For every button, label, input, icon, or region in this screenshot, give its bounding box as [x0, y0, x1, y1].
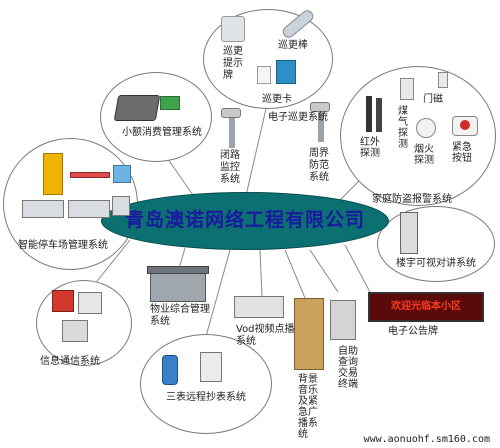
- label-emergency-button: 紧急按钮: [452, 142, 472, 164]
- perimeter-pole-illustration: [318, 112, 324, 142]
- hub-title: 青岛澳诺网络工程有限公司: [124, 209, 365, 231]
- label-intercom: 楼宇可视对讲系统: [396, 258, 476, 269]
- label-door-magnet: 门磁: [423, 94, 443, 105]
- parking-screen-illustration: [113, 165, 131, 183]
- label-patrol-card: 巡更卡: [262, 94, 292, 105]
- led-bulletin-board: 欢迎光临本小区: [368, 292, 484, 322]
- intercom-panel-illustration: [400, 212, 418, 254]
- central-hub: [101, 192, 389, 250]
- patrol-sign-illustration: [221, 16, 245, 42]
- intercom-bubble: [377, 206, 495, 282]
- patrol-card-illustration: [257, 66, 271, 84]
- kiosk-illustration: [330, 300, 356, 340]
- label-info-comm: 信息通信系统: [40, 356, 100, 367]
- infrared-sensor-illustration-2: [376, 98, 382, 132]
- label-parking: 智能停车场管理系统: [18, 240, 108, 251]
- label-patrol-stick: 巡更棒: [278, 40, 308, 51]
- label-property-mgmt: 物业综合管理系统: [150, 304, 210, 327]
- label-smoke: 烟火探测: [414, 144, 434, 166]
- building-roof-illustration: [147, 266, 209, 274]
- phone-illustration: [62, 320, 88, 342]
- label-infrared: 红外探测: [360, 137, 380, 159]
- electric-meter-illustration: [200, 352, 222, 382]
- pos-card-illustration: [160, 96, 180, 110]
- vod-server-illustration: [234, 296, 284, 318]
- water-meter-illustration: [162, 355, 178, 385]
- label-small-consumption: 小额消费管理系统: [122, 127, 202, 138]
- patrol-card-illustration-2: [276, 60, 296, 84]
- speaker-illustration: [294, 298, 324, 370]
- label-gas: 煤气探测: [398, 106, 408, 150]
- building-illustration: [150, 272, 206, 302]
- infrared-sensor-illustration: [366, 96, 372, 132]
- label-electronic-patrol: 电子巡更系统: [268, 112, 328, 123]
- home-alarm-bubble: [340, 66, 496, 206]
- parking-car-illustration-2: [68, 200, 110, 218]
- cctv-camera-illustration: [221, 108, 241, 118]
- door-magnet-illustration-2: [438, 72, 448, 88]
- label-self-service: 自助查询交易终端: [338, 346, 358, 390]
- led-text: 欢迎光临本小区: [391, 301, 461, 312]
- label-patrol-sign: 巡更提示牌: [223, 46, 243, 81]
- emergency-button-red: [460, 120, 470, 130]
- meter-bubble: [140, 334, 272, 434]
- parking-ticket-machine-illustration: [43, 153, 63, 195]
- cctv-pole-illustration: [229, 118, 235, 148]
- label-vod: Vod视频点播系统: [236, 324, 295, 347]
- parking-car-illustration: [22, 200, 64, 218]
- label-bg-music: 背景音乐及紧急广播系统: [298, 374, 318, 440]
- fax-illustration: [52, 290, 74, 312]
- label-perimeter: 周界防范系统: [309, 148, 329, 183]
- perimeter-camera-illustration: [310, 102, 330, 112]
- label-bulletin: 电子公告牌: [388, 326, 438, 337]
- label-cctv: 闭路监控系统: [220, 150, 240, 185]
- footer-url: www.aonuohf.sm160.com: [363, 434, 490, 445]
- panel-illustration: [78, 292, 102, 314]
- smoke-detector-illustration: [416, 118, 436, 138]
- label-home-alarm: 家庭防盗报警系统: [372, 194, 452, 205]
- pos-terminal-illustration: [113, 95, 161, 121]
- door-magnet-illustration: [400, 78, 414, 100]
- parking-monitor-illustration: [112, 196, 130, 216]
- label-meter-reading: 三表远程抄表系统: [166, 392, 246, 403]
- parking-barrier-illustration: [70, 172, 110, 178]
